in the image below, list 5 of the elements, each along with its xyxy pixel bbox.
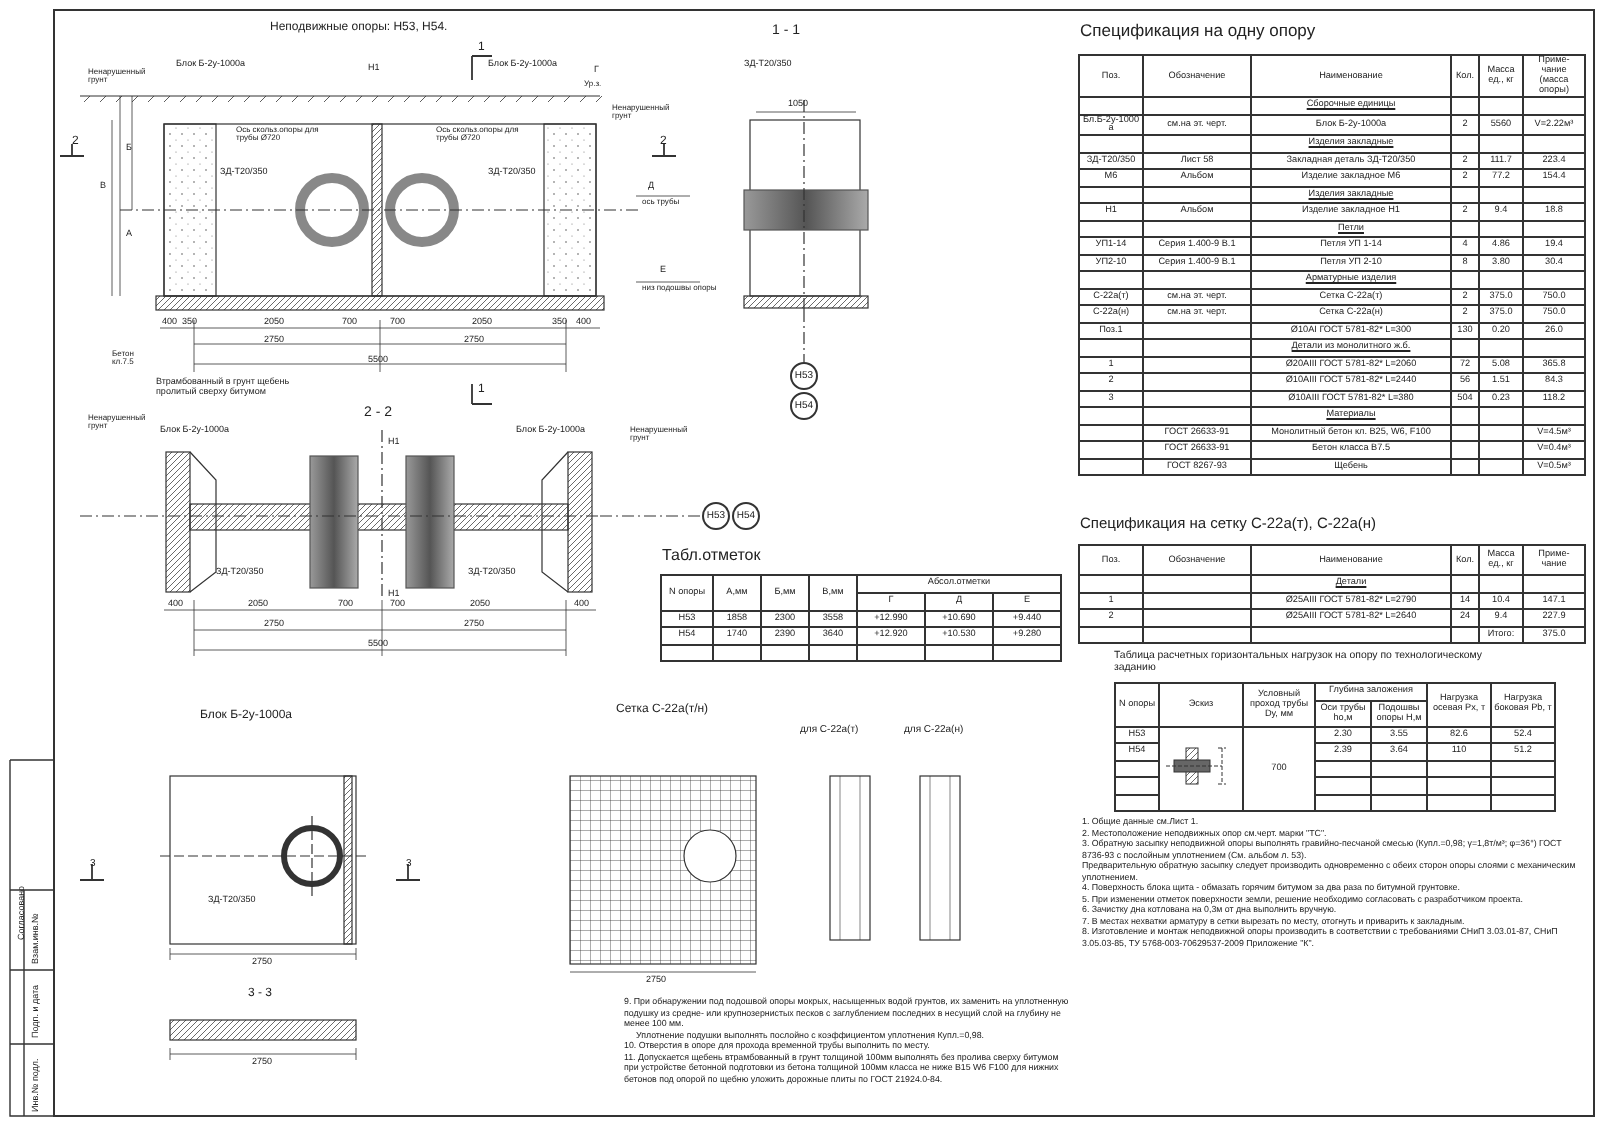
axis-line <box>599 515 703 517</box>
axis-line <box>803 309 805 363</box>
table-title: Спецификация на одну опору <box>1080 20 1316 40</box>
plan-section-drawing <box>79 429 601 657</box>
table-title: Табл.отметок <box>662 546 761 564</box>
